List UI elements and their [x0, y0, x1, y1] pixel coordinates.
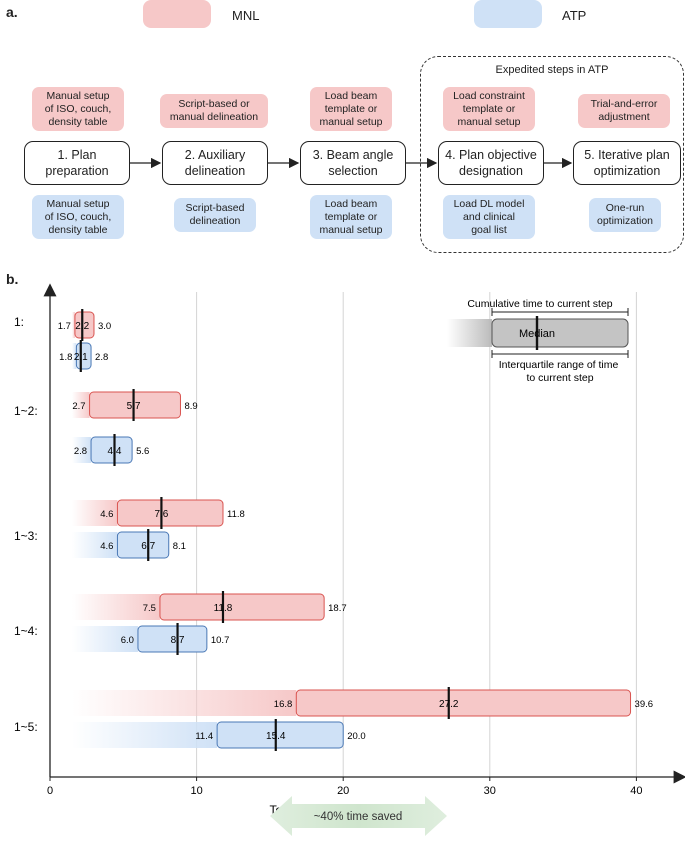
legend-cumulative-label: Cumulative time to current step — [467, 298, 612, 310]
step5-mnl-note: Trial-and-error adjustment — [578, 94, 670, 128]
atp-median-label-0: 2.1 — [74, 352, 88, 363]
mnl-q3-label-4: 39.6 — [635, 699, 654, 710]
mnl-lead-0 — [72, 312, 75, 338]
chart-legend-box: Cumulative time to current step Median I… — [447, 298, 629, 384]
mnl-q3-label-0: 3.0 — [98, 321, 111, 332]
step3-mnl-note: Load beam template or manual setup — [310, 87, 392, 131]
legend-mnl-swatch — [143, 0, 211, 28]
time-saved-arrow: ~40% time saved — [270, 796, 447, 836]
x-tick-label-0: 0 — [47, 785, 53, 797]
x-tick-label-20: 20 — [337, 785, 349, 797]
mnl-q1-label-4: 16.8 — [274, 699, 293, 710]
legend-iqr-label: Interquartile range of time to current s… — [499, 359, 622, 384]
atp-q1-label-3: 6.0 — [121, 635, 134, 646]
step2-mnl-note: Script-based or manual delineation — [160, 94, 268, 128]
atp-q3-label-1: 5.6 — [136, 446, 149, 457]
atp-median-label-4: 15.4 — [266, 731, 286, 742]
mnl-q1-label-2: 4.6 — [100, 509, 113, 520]
atp-median-label-2: 6.7 — [141, 541, 155, 552]
step2-auxiliary-delineation: 2. Auxiliary delineation — [162, 141, 268, 185]
category-label-4: 1~5: — [14, 720, 38, 734]
atp-iqr-box-4 — [216, 721, 344, 749]
step5-iterative-plan-optimization: 5. Iterative plan optimization — [573, 141, 681, 185]
atp-lead-2 — [72, 532, 118, 558]
category-label-0: 1: — [14, 315, 24, 329]
step4-atp-note: Load DL model and clinical goal list — [443, 195, 535, 239]
panel-b-label: b. — [6, 271, 19, 287]
x-tick-label-30: 30 — [484, 785, 496, 797]
mnl-lead-1 — [72, 392, 90, 418]
expedited-steps-label: Expedited steps in ATP — [495, 64, 609, 76]
atp-q3-label-0: 2.8 — [95, 352, 108, 363]
legend-atp-swatch — [474, 0, 542, 28]
step1-plan-preparation: 1. Plan preparation — [24, 141, 130, 185]
step1-atp-note: Manual setup of ISO, couch, density tabl… — [32, 195, 124, 239]
flow-arrows — [130, 157, 573, 169]
mnl-q1-label-3: 7.5 — [143, 603, 156, 614]
mnl-lead-4 — [72, 690, 297, 716]
mnl-median-label-4: 27.2 — [439, 699, 459, 710]
step1-mnl-note: Manual setup of ISO, couch, density tabl… — [32, 87, 124, 131]
step4-plan-objective-designation: 4. Plan objective designation — [438, 141, 544, 185]
atp-q3-label-3: 10.7 — [211, 635, 230, 646]
atp-iqr-box-1 — [90, 436, 133, 464]
step5-atp-note: One-run optimization — [589, 198, 661, 232]
legend-median-label: Median — [519, 328, 555, 340]
atp-lead-0 — [72, 343, 77, 369]
atp-lead-1 — [72, 437, 92, 463]
atp-iqr-box-2 — [116, 531, 170, 559]
atp-q1-label-0: 1.8 — [59, 352, 72, 363]
expedited-steps-region — [420, 56, 684, 253]
atp-iqr-box-3 — [137, 625, 208, 653]
atp-lead-3 — [72, 626, 138, 652]
step4-mnl-note: Load constraint template or manual setup — [443, 87, 535, 131]
atp-lead-4 — [72, 722, 218, 748]
category-label-3: 1~4: — [14, 624, 38, 638]
mnl-lead-3 — [72, 594, 160, 620]
panel-a-label: a. — [6, 4, 18, 20]
time-saved-label: ~40% time saved — [314, 811, 403, 823]
category-label-1: 1~2: — [14, 404, 38, 418]
mnl-q1-label-0: 1.7 — [58, 321, 71, 332]
step3-atp-note: Load beam template or manual setup — [310, 195, 392, 239]
atp-q1-label-2: 4.6 — [100, 541, 113, 552]
mnl-median-label-0: 2.2 — [75, 321, 89, 332]
mnl-median-label-2: 7.6 — [154, 509, 168, 520]
legend-mnl-label: MNL — [232, 8, 260, 23]
mnl-iqr-box-2 — [116, 499, 224, 527]
category-label-2: 1~3: — [14, 529, 38, 543]
atp-q1-label-1: 2.8 — [74, 446, 87, 457]
legend-atp-label: ATP — [562, 8, 587, 23]
mnl-q3-label-2: 11.8 — [227, 509, 245, 520]
mnl-lead-2 — [72, 500, 118, 526]
mnl-iqr-box-1 — [89, 391, 181, 419]
x-tick-label-10: 10 — [190, 785, 202, 797]
atp-q1-label-4: 11.4 — [195, 731, 213, 742]
mnl-q1-label-1: 2.7 — [72, 401, 85, 412]
step3-beam-angle-selection: 3. Beam angle selection — [300, 141, 406, 185]
mnl-median-label-3: 11.8 — [214, 603, 233, 614]
atp-median-label-1: 4.4 — [108, 446, 122, 457]
step2-atp-note: Script-based delineation — [174, 198, 256, 232]
mnl-median-label-1: 5.7 — [127, 401, 141, 412]
atp-q3-label-2: 8.1 — [173, 541, 186, 552]
mnl-iqr-box-0 — [74, 311, 95, 339]
mnl-iqr-box-3 — [159, 593, 325, 621]
mnl-q3-label-1: 8.9 — [184, 401, 197, 412]
x-tick-label-40: 40 — [630, 785, 642, 797]
mnl-iqr-box-4 — [295, 689, 632, 717]
atp-median-label-3: 8.7 — [171, 635, 185, 646]
mnl-q3-label-3: 18.7 — [328, 603, 347, 614]
atp-q3-label-4: 20.0 — [347, 731, 366, 742]
